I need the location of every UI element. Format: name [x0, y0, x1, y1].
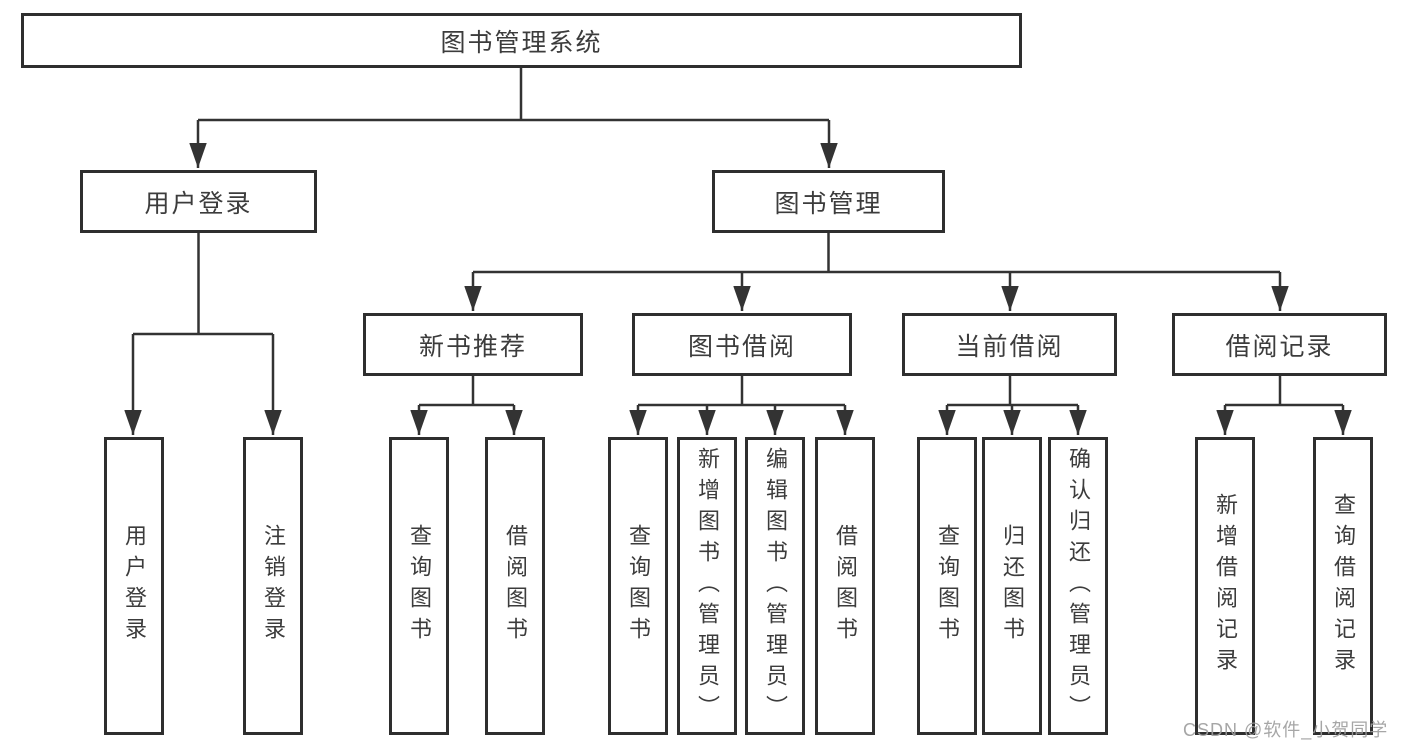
leaf-confirm-return-admin-label: 确认归还（管理员） [1066, 446, 1091, 726]
leaf-borrow-books-recommend-label: 借阅图书 [503, 524, 528, 648]
leaf-edit-books-admin: 编辑图书（管理员） [745, 437, 805, 735]
leaf-add-borrow-record-label: 新增借阅记录 [1213, 493, 1238, 679]
node-borrowing-records-label: 借阅记录 [1225, 332, 1334, 361]
leaf-logout: 注销登录 [243, 437, 303, 735]
leaf-confirm-return-admin: 确认归还（管理员） [1048, 437, 1108, 735]
node-book-borrowing: 图书借阅 [632, 313, 852, 376]
node-new-book-recommend-label: 新书推荐 [418, 332, 527, 361]
leaf-query-books-borrowing-label: 查询图书 [626, 524, 651, 648]
node-new-book-recommend: 新书推荐 [363, 313, 583, 376]
branch-lines [133, 68, 1343, 407]
leaf-add-books-admin-label: 新增图书（管理员） [695, 446, 720, 726]
node-user-login-label: 用户登录 [144, 189, 253, 218]
leaf-query-books-recommend: 查询图书 [389, 437, 449, 735]
leaf-query-borrow-record: 查询借阅记录 [1313, 437, 1373, 735]
leaf-add-borrow-record: 新增借阅记录 [1195, 437, 1255, 735]
leaf-query-books-current-label: 查询图书 [935, 524, 960, 648]
leaf-borrow-books: 借阅图书 [815, 437, 875, 735]
node-book-borrowing-label: 图书借阅 [687, 332, 796, 361]
leaf-query-books-current: 查询图书 [917, 437, 977, 735]
leaf-query-books-recommend-label: 查询图书 [407, 524, 432, 648]
leaf-return-books: 归还图书 [982, 437, 1042, 735]
leaf-user-login-label: 用户登录 [122, 524, 147, 648]
leaf-query-books-borrowing: 查询图书 [608, 437, 668, 735]
node-current-borrowing-label: 当前借阅 [955, 332, 1064, 361]
leaf-return-books-label: 归还图书 [1000, 524, 1025, 648]
node-current-borrowing: 当前借阅 [902, 313, 1117, 376]
leaf-borrow-books-label: 借阅图书 [833, 524, 858, 648]
leaf-borrow-books-recommend: 借阅图书 [485, 437, 545, 735]
node-book-management-label: 图书管理 [774, 189, 883, 218]
leaf-add-books-admin: 新增图书（管理员） [677, 437, 737, 735]
leaf-query-borrow-record-label: 查询借阅记录 [1331, 493, 1356, 679]
node-library-system-label: 图书管理系统 [440, 28, 603, 57]
leaf-user-login: 用户登录 [104, 437, 164, 735]
csdn-watermark: CSDN @软件_小贺同学 [1183, 720, 1389, 740]
leaf-logout-label: 注销登录 [261, 524, 286, 648]
node-book-management: 图书管理 [712, 170, 945, 233]
node-library-system: 图书管理系统 [21, 13, 1022, 68]
arrow-connectors [124, 120, 1352, 435]
node-user-login: 用户登录 [80, 170, 317, 233]
leaf-edit-books-admin-label: 编辑图书（管理员） [763, 446, 788, 726]
node-borrowing-records: 借阅记录 [1172, 313, 1387, 376]
